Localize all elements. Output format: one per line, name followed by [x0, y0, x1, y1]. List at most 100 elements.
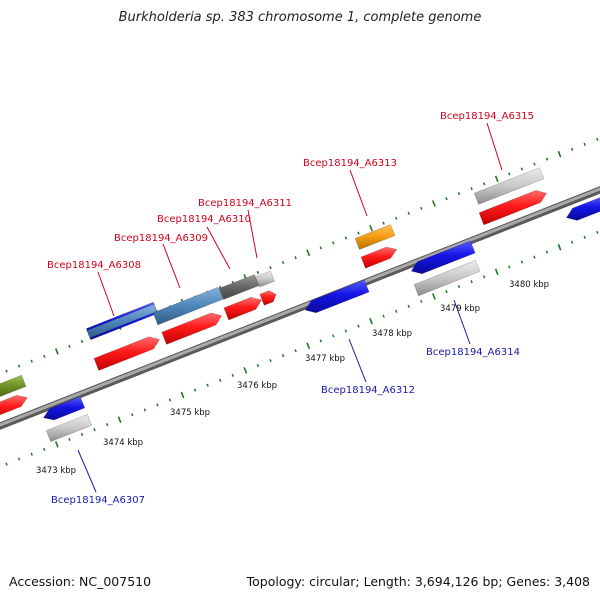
cds-forward-arrow — [93, 336, 161, 371]
minor-tick — [457, 192, 461, 196]
minor-tick — [382, 314, 385, 318]
minor-tick — [357, 231, 360, 235]
minor-tick — [407, 211, 410, 215]
minor-tick — [382, 221, 385, 225]
major-tick — [431, 293, 436, 300]
kbp-scale-labels: 3473 kbp 3474 kbp 3475 kbp 3476 kbp 3477… — [36, 280, 549, 476]
minor-tick — [508, 172, 511, 176]
cds-forward-arrow — [0, 394, 28, 416]
minor-tick — [445, 290, 448, 294]
minor-tick — [344, 236, 348, 240]
cds-forward-arrow — [223, 296, 263, 321]
leader-line-a6310 — [206, 226, 231, 270]
gene-labels: Bcep18194_A6308 Bcep18194_A6309 Bcep1819… — [47, 111, 534, 506]
cds-forward-arrow — [478, 190, 548, 226]
kbp-label: 3478 kbp — [372, 329, 412, 339]
gene-label-a6308: Bcep18194_A6308 — [47, 260, 141, 271]
cds-forward-arrow — [161, 312, 223, 345]
minor-tick — [17, 364, 21, 368]
minor-tick — [68, 437, 71, 441]
major-tick — [180, 391, 185, 399]
minor-tick — [596, 137, 599, 141]
leader-line-a6315 — [486, 122, 503, 171]
minor-tick — [570, 147, 574, 151]
gene-feature-grey — [45, 414, 93, 442]
major-tick — [306, 342, 311, 350]
major-tick — [54, 348, 59, 355]
gene-label-a6307: Bcep18194_A6307 — [51, 495, 145, 506]
reverse-tick-ring — [5, 230, 599, 466]
major-tick — [369, 224, 373, 232]
gene-feature-steelblue — [152, 286, 224, 326]
minor-tick — [407, 304, 410, 308]
gene-label-a6310: Bcep18194_A6310 — [157, 214, 251, 225]
minor-tick — [80, 432, 84, 437]
minor-tick — [17, 457, 21, 461]
gene-label-a6309: Bcep18194_A6309 — [114, 233, 208, 244]
minor-tick — [508, 265, 511, 269]
minor-tick — [332, 334, 335, 338]
leader-line-a6307 — [77, 449, 97, 493]
gene-label-a6313: Bcep18194_A6313 — [303, 158, 397, 169]
minor-tick — [395, 216, 398, 220]
minor-tick — [5, 369, 8, 373]
minor-tick — [583, 235, 586, 239]
leader-line-a6312 — [348, 338, 367, 383]
minor-tick — [470, 187, 473, 191]
major-tick — [557, 150, 562, 158]
gene-label-a6312: Bcep18194_A6312 — [321, 385, 415, 396]
minor-tick — [545, 250, 549, 254]
gene-feature-grey — [473, 167, 545, 205]
minor-tick — [533, 162, 536, 166]
minor-tick — [294, 256, 297, 260]
minor-tick — [319, 246, 322, 250]
minor-tick — [583, 142, 586, 146]
minor-tick — [231, 373, 235, 377]
minor-tick — [395, 309, 398, 313]
gene-feature-grey — [413, 259, 481, 297]
cds-forward-arrow — [360, 246, 398, 269]
minor-tick — [193, 388, 197, 392]
kbp-label: 3474 kbp — [103, 438, 143, 448]
leader-line-a6308 — [97, 271, 115, 317]
minor-tick — [420, 206, 423, 210]
minor-tick — [156, 403, 159, 407]
minor-tick — [143, 408, 147, 412]
minor-tick — [269, 359, 272, 363]
leader-line-a6313 — [349, 169, 368, 217]
cds-reverse-arrow — [566, 197, 600, 221]
major-tick — [243, 367, 248, 374]
minor-tick — [93, 428, 96, 432]
minor-tick — [80, 339, 84, 344]
kbp-label: 3480 kbp — [509, 280, 549, 290]
minor-tick — [43, 447, 46, 451]
minor-tick — [105, 423, 109, 427]
gene-feature-orange — [354, 224, 396, 250]
minor-tick — [256, 363, 260, 368]
minor-tick — [218, 378, 222, 382]
leader-line-a6309 — [162, 243, 181, 289]
minor-tick — [570, 240, 574, 244]
gene-feature-steelblue — [86, 303, 158, 339]
minor-tick — [5, 462, 8, 466]
leader-line-a6311 — [247, 209, 258, 259]
minor-tick — [344, 329, 348, 333]
gene-feature-darkgrey — [218, 274, 260, 300]
major-tick — [54, 441, 59, 448]
minor-tick — [43, 354, 46, 358]
minor-tick — [520, 260, 524, 264]
gene-label-a6311: Bcep18194_A6311 — [198, 198, 292, 209]
major-tick — [431, 200, 436, 207]
minor-tick — [281, 354, 285, 358]
minor-tick — [357, 324, 360, 328]
minor-tick — [131, 413, 134, 417]
major-tick — [494, 175, 499, 183]
minor-tick — [256, 270, 260, 275]
kbp-label: 3476 kbp — [237, 381, 277, 391]
accession-text: Accession: NC_007510 — [9, 574, 152, 589]
kbp-label: 3473 kbp — [36, 466, 76, 476]
major-tick — [117, 416, 122, 423]
cds-reverse-arrow — [43, 396, 86, 421]
minor-tick — [168, 398, 172, 402]
